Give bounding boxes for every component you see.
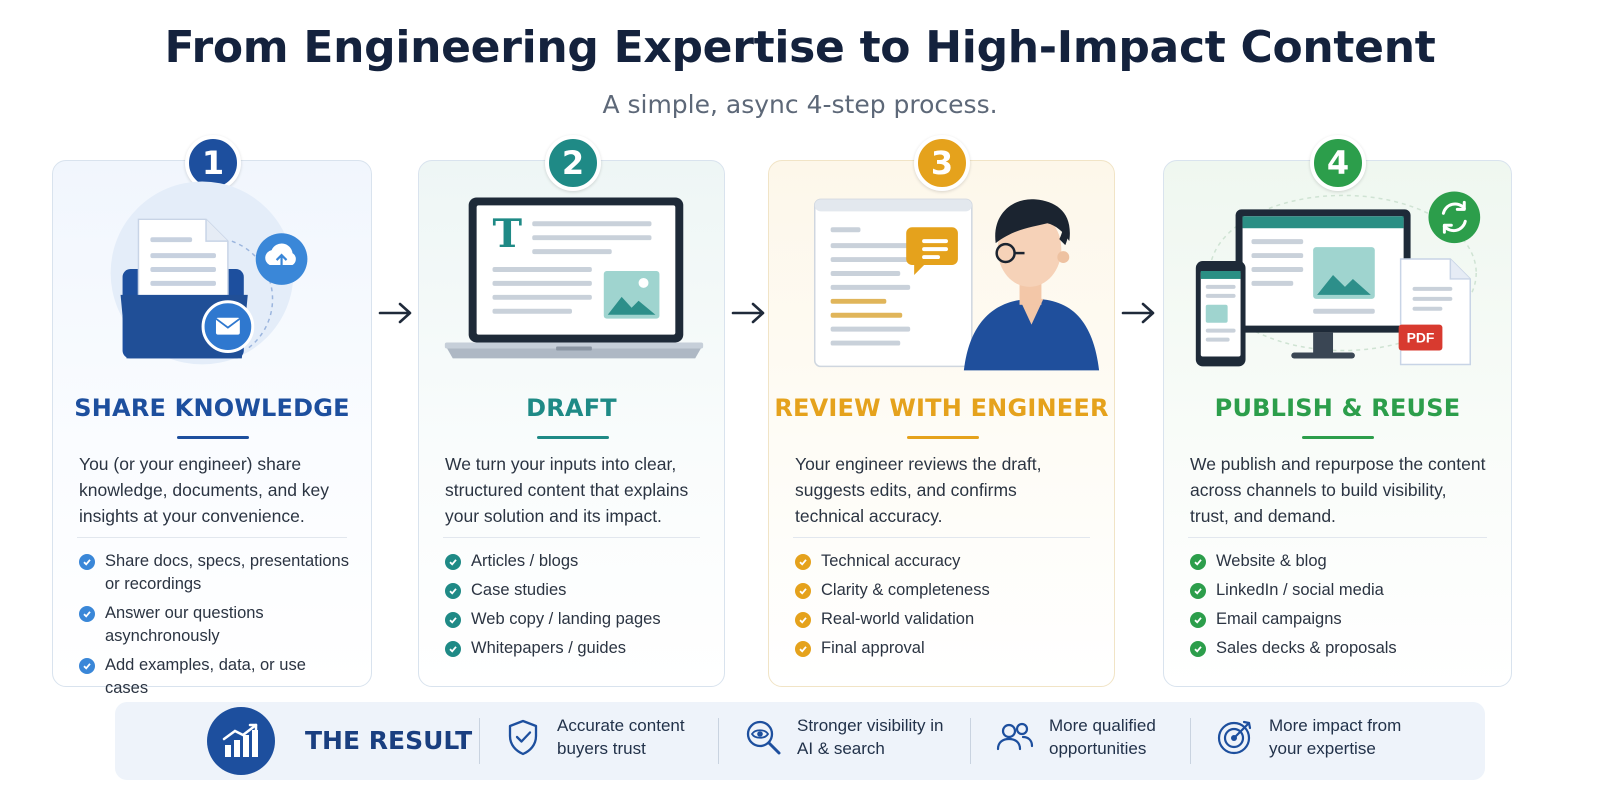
step-card-1: 1 SHARE KNOWLEDGE You (or your engineer)… bbox=[52, 135, 372, 697]
divider bbox=[443, 537, 700, 538]
list-item: Sales decks & proposals bbox=[1190, 637, 1493, 660]
list-item: Clarity & completeness bbox=[795, 579, 1096, 602]
list-item: Technical accuracy bbox=[795, 550, 1096, 573]
people-icon bbox=[996, 722, 1034, 751]
step-title: SHARE KNOWLEDGE bbox=[74, 394, 350, 422]
list-item: Articles / blogs bbox=[445, 550, 706, 573]
check-icon bbox=[1190, 641, 1206, 657]
growth-chart-icon bbox=[207, 707, 275, 775]
list-item: Email campaigns bbox=[1190, 608, 1493, 631]
step-description: We publish and repurpose the content acr… bbox=[1190, 454, 1486, 526]
check-icon bbox=[445, 612, 461, 628]
divider bbox=[479, 718, 480, 764]
arrow-right-icon bbox=[731, 302, 765, 324]
check-icon bbox=[79, 658, 95, 674]
check-icon bbox=[795, 554, 811, 570]
divider bbox=[718, 718, 719, 764]
step-title: REVIEW WITH ENGINEER bbox=[774, 394, 1109, 422]
title-underline bbox=[537, 436, 609, 439]
check-icon bbox=[1190, 612, 1206, 628]
check-icon bbox=[445, 554, 461, 570]
step-number-badge: 3 bbox=[914, 135, 970, 191]
check-icon bbox=[1190, 554, 1206, 570]
divider bbox=[77, 537, 347, 538]
list-item: Whitepapers / guides bbox=[445, 637, 706, 660]
step-title: DRAFT bbox=[526, 394, 617, 422]
step-number-badge: 2 bbox=[545, 135, 601, 191]
step-description: You (or your engineer) share knowledge, … bbox=[79, 454, 330, 526]
target-arrow-icon bbox=[1217, 720, 1252, 755]
engineer-review-icon bbox=[813, 198, 1100, 371]
divider bbox=[970, 718, 971, 764]
result-title: THE RESULT bbox=[305, 726, 473, 755]
svg-text:T: T bbox=[493, 211, 523, 257]
page-subtitle: A simple, async 4-step process. bbox=[602, 90, 998, 119]
list-item: Add examples, data, or use cases bbox=[79, 654, 353, 700]
page-title: From Engineering Expertise to High-Impac… bbox=[164, 22, 1436, 73]
multi-device-publish-icon: PDF bbox=[1195, 191, 1481, 367]
laptop-document-icon: T bbox=[444, 197, 704, 359]
title-underline bbox=[907, 436, 979, 439]
divider bbox=[793, 537, 1090, 538]
list-item: Real-world validation bbox=[795, 608, 1096, 631]
title-underline bbox=[1302, 436, 1374, 439]
arrow-right-icon bbox=[1121, 302, 1155, 324]
step-bullet-list: Website & blog LinkedIn / social media E… bbox=[1190, 550, 1493, 666]
arrow-right-icon bbox=[378, 302, 412, 324]
check-icon bbox=[1190, 583, 1206, 599]
step-bullet-list: Technical accuracy Clarity & completenes… bbox=[795, 550, 1096, 666]
step-number-badge: 4 bbox=[1310, 135, 1366, 191]
folder-upload-icon bbox=[110, 181, 308, 365]
step-number-badge: 1 bbox=[185, 135, 241, 191]
check-icon bbox=[79, 554, 95, 570]
list-item: Web copy / landing pages bbox=[445, 608, 706, 631]
check-icon bbox=[795, 641, 811, 657]
list-item: LinkedIn / social media bbox=[1190, 579, 1493, 602]
step-bullet-list: Articles / blogs Case studies Web copy /… bbox=[445, 550, 706, 666]
step-card-4: 4 PDF PUBLISH & REUSE bbox=[1163, 135, 1512, 687]
step-description: Your engineer reviews the draft, suggest… bbox=[795, 454, 1042, 526]
check-icon bbox=[445, 641, 461, 657]
list-item: Website & blog bbox=[1190, 550, 1493, 573]
title-underline bbox=[177, 436, 249, 439]
divider bbox=[1190, 718, 1191, 764]
svg-text:PDF: PDF bbox=[1407, 330, 1435, 346]
check-icon bbox=[445, 583, 461, 599]
divider bbox=[1188, 537, 1487, 538]
check-icon bbox=[795, 612, 811, 628]
step-card-2: 2 T DRAFT We turn your inputs into clear… bbox=[418, 135, 725, 687]
check-icon bbox=[795, 583, 811, 599]
check-icon bbox=[79, 606, 95, 622]
step-card-3: 3 REVIEW WITH ENGINEER Your engineer rev… bbox=[768, 135, 1115, 687]
shield-check-icon bbox=[508, 719, 538, 756]
list-item: Case studies bbox=[445, 579, 706, 602]
step-description: We turn your inputs into clear, structur… bbox=[445, 454, 689, 526]
list-item: Final approval bbox=[795, 637, 1096, 660]
step-title: PUBLISH & REUSE bbox=[1214, 394, 1461, 422]
magnifier-eye-icon bbox=[746, 720, 781, 755]
